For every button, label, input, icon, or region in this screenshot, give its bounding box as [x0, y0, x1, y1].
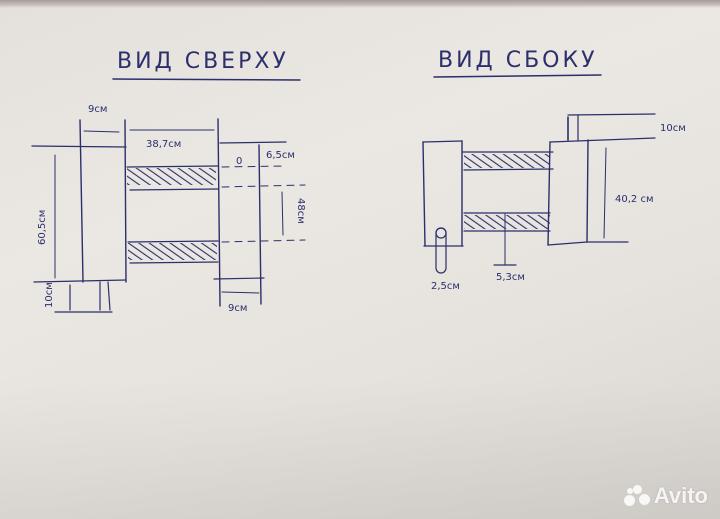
dim-gap: 38,7см — [146, 139, 181, 150]
dim-width-right: 9см — [228, 303, 247, 314]
side-view: ВИД СБОКУ 2,5см 5,3см 10см — [422, 48, 686, 292]
top-view-title: ВИД СВЕРХУ — [117, 49, 289, 74]
avito-logo-icon — [623, 485, 650, 507]
hole-mark: 0 — [236, 156, 242, 167]
side-view-title: ВИД СБОКУ — [438, 48, 598, 73]
dim-height-right: 40,2 см — [615, 194, 654, 205]
dim-pin: 2,5см — [431, 281, 460, 292]
paper-top-edge — [0, 0, 720, 8]
dim-rail-spacing: 48см — [295, 198, 306, 224]
avito-text: Avito — [653, 483, 708, 508]
dim-height-left: 60,5см — [37, 210, 48, 245]
dim-rail-thickness: 5,3см — [496, 272, 525, 283]
dim-top-ext: 10см — [660, 123, 686, 134]
dim-foot: 10см — [44, 282, 55, 308]
dim-width-left: 9см — [88, 104, 107, 115]
avito-watermark: Avito — [623, 483, 708, 509]
top-view: ВИД СВЕРХУ 9см 60,5см 10см 38,7см — [31, 49, 306, 314]
dim-hole-offset: 6,5см — [266, 150, 295, 161]
